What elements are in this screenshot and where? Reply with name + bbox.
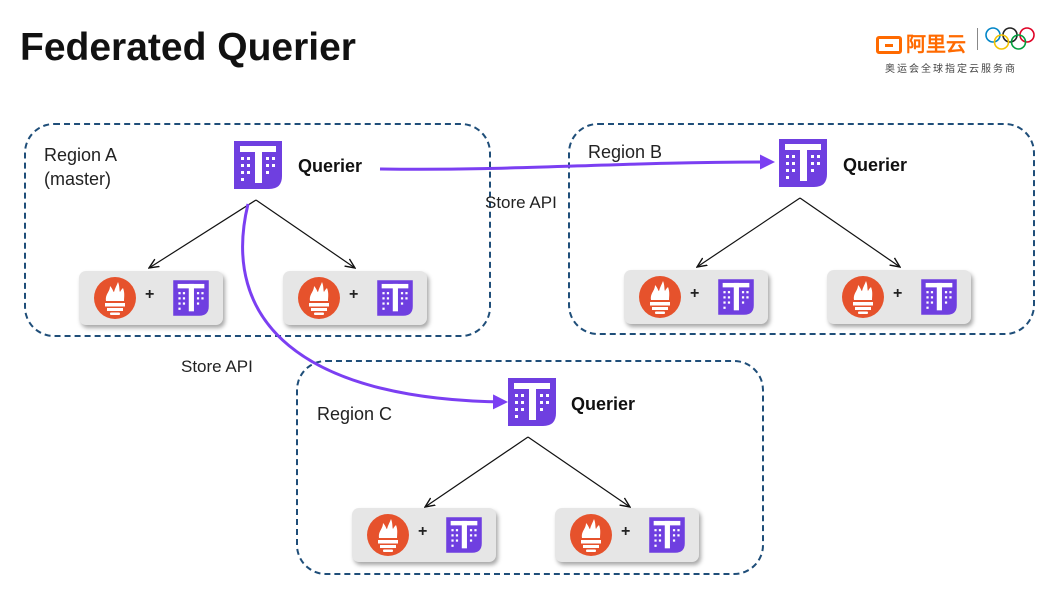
region-c-label: Region C: [317, 402, 392, 426]
olympic-rings-icon: [985, 27, 1035, 50]
plus-sign: +: [893, 285, 903, 302]
fanout-line-c-right: [527, 436, 630, 507]
prometheus-sidecar-pair-c1: +: [352, 508, 496, 562]
page-title: Federated Querier: [20, 26, 356, 69]
region-a-role: (master): [44, 169, 111, 189]
fanout-line-c-left: [425, 436, 529, 507]
prometheus-sidecar-pair-b2: +: [827, 270, 971, 324]
thanos-icon: [375, 277, 415, 319]
region-c-box: [296, 360, 764, 575]
thanos-icon: [919, 276, 959, 318]
thanos-icon: [171, 277, 211, 319]
fanout-line-b-right: [799, 197, 900, 267]
alibaba-cloud-logo: 阿里云 奥运会全球指定云服务商: [876, 24, 1036, 75]
fanout-line-b-left: [697, 197, 801, 267]
thanos-querier-icon-b: [776, 136, 830, 190]
brand-tagline: 奥运会全球指定云服务商: [885, 64, 1017, 75]
region-c-name: Region C: [317, 404, 393, 424]
prometheus-icon: [841, 275, 885, 319]
plus-sign: +: [690, 285, 700, 302]
prometheus-icon: [93, 276, 137, 320]
region-b-box: [568, 123, 1035, 335]
region-b-name: Region B: [588, 142, 663, 162]
store-api-label-c: Store API: [181, 357, 253, 376]
fanout-line-a-left: [149, 199, 257, 268]
prometheus-icon: [297, 276, 341, 320]
region-a-name: Region A: [44, 145, 118, 165]
plus-sign: +: [621, 523, 631, 540]
region-b-label: Region B: [588, 140, 662, 164]
thanos-icon: [444, 514, 484, 556]
region-a-label: Region A (master): [44, 143, 117, 191]
prometheus-icon: [366, 513, 410, 557]
thanos-icon: [647, 514, 687, 556]
prometheus-sidecar-pair-a1: +: [79, 271, 223, 325]
brand-name: 阿里云: [876, 28, 966, 57]
thanos-querier-icon-a: [231, 138, 285, 192]
querier-label-a: Querier: [298, 156, 363, 176]
thanos-icon: [716, 276, 756, 318]
prometheus-sidecar-pair-c2: +: [555, 508, 699, 562]
prometheus-sidecar-pair-b1: +: [624, 270, 768, 324]
fanout-line-a-right: [255, 199, 355, 268]
store-api-arrow-to-b: [379, 154, 775, 171]
plus-sign: +: [349, 286, 359, 303]
region-a-box: [24, 123, 491, 337]
prometheus-icon: [638, 275, 682, 319]
querier-label-b: Querier: [843, 155, 908, 175]
prometheus-sidecar-pair-a2: +: [283, 271, 427, 325]
brand-text: 阿里云: [906, 34, 966, 56]
querier-label-c: Querier: [571, 394, 636, 414]
thanos-querier-icon-c: [505, 375, 559, 429]
alibaba-bracket-icon: [876, 36, 902, 54]
logo-divider: [977, 28, 978, 50]
store-api-arrow-to-c: [241, 203, 508, 410]
prometheus-icon: [569, 513, 613, 557]
plus-sign: +: [145, 286, 155, 303]
plus-sign: +: [418, 523, 428, 540]
store-api-label-b: Store API: [485, 193, 557, 212]
